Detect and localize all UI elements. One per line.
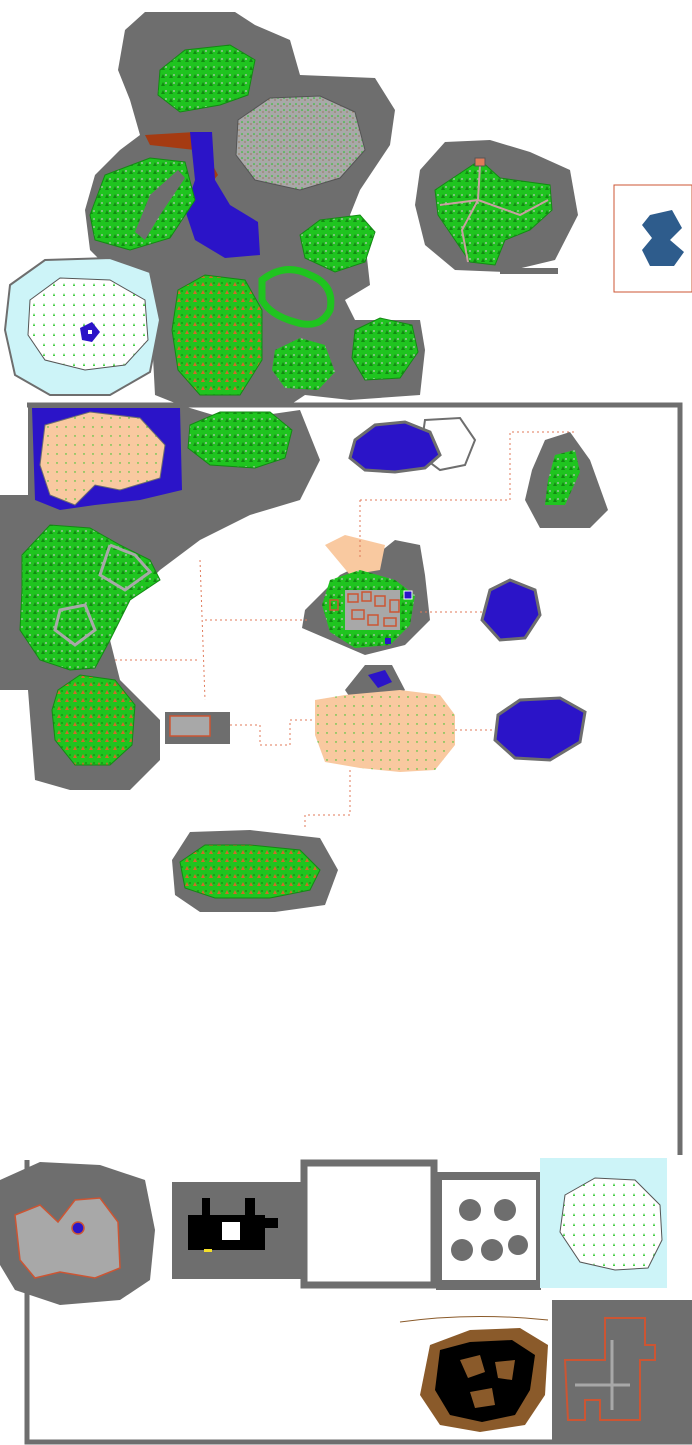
boulder[interactable]	[481, 1239, 503, 1261]
west-forest-clearings	[53, 543, 153, 647]
desert-oasis[interactable]	[39, 411, 166, 506]
crossroads-marker[interactable]	[474, 157, 486, 167]
cavern-rim	[399, 1315, 549, 1323]
southwest-autumn-forest[interactable]	[51, 674, 136, 766]
town-pond	[368, 670, 392, 688]
cave-chamber-room	[222, 1222, 240, 1240]
south-forest[interactable]	[179, 844, 321, 899]
crossroads-paths	[439, 164, 549, 263]
town-building[interactable]	[351, 609, 365, 620]
north-central-forest[interactable]	[187, 411, 293, 469]
ruins-fountain[interactable]	[71, 1221, 85, 1235]
town-building[interactable]	[361, 591, 372, 602]
town-building[interactable]	[367, 614, 379, 626]
autumn-forest[interactable]	[171, 274, 263, 396]
west-outpost[interactable]	[169, 715, 211, 737]
town-building[interactable]	[329, 599, 339, 611]
central-lake[interactable]	[185, 132, 260, 258]
boulders	[451, 1199, 528, 1261]
travel-routes	[115, 431, 575, 830]
boulder-field[interactable]	[442, 1180, 536, 1280]
east-round-forest[interactable]	[351, 317, 419, 381]
town-buildings[interactable]	[329, 591, 400, 627]
town-building[interactable]	[374, 595, 386, 607]
stone-plateau[interactable]	[235, 95, 366, 191]
town-building[interactable]	[383, 617, 397, 627]
frozen-islet[interactable]	[559, 1177, 663, 1271]
town-building[interactable]	[389, 599, 400, 613]
east-lake-north[interactable]	[480, 578, 542, 642]
north-forest-island[interactable]	[157, 44, 256, 113]
town-well[interactable]	[403, 590, 413, 600]
boulder[interactable]	[451, 1239, 473, 1261]
east-mountain-forest	[545, 450, 580, 505]
cavern-pillars	[460, 1355, 515, 1408]
west-forest-chain[interactable]	[19, 524, 161, 671]
forest-ring	[258, 266, 335, 328]
ruins[interactable]	[14, 1197, 121, 1279]
town-south-gate[interactable]	[385, 638, 391, 644]
boulder[interactable]	[494, 1199, 516, 1221]
twin-lake[interactable]	[642, 210, 684, 266]
east-lake-south[interactable]	[493, 696, 587, 762]
dungeon-frame	[552, 1300, 692, 1442]
frozen-pond-center	[88, 330, 92, 334]
east-forest-grove[interactable]	[299, 214, 376, 273]
town-sand	[325, 535, 385, 575]
crossroads-bridge	[500, 268, 558, 274]
dungeon[interactable]	[563, 1317, 656, 1421]
dungeon-halls	[575, 1340, 630, 1410]
boulder[interactable]	[508, 1235, 528, 1255]
town-building[interactable]	[347, 593, 359, 603]
boulder[interactable]	[459, 1199, 481, 1221]
northeast-lake[interactable]	[348, 420, 442, 474]
empty-chamber[interactable]	[300, 1159, 438, 1289]
southern-desert[interactable]	[315, 690, 455, 772]
small-forest-patch	[272, 338, 335, 390]
west-forest-cleft	[135, 170, 185, 240]
cave-chamber-exit[interactable]	[204, 1249, 212, 1252]
